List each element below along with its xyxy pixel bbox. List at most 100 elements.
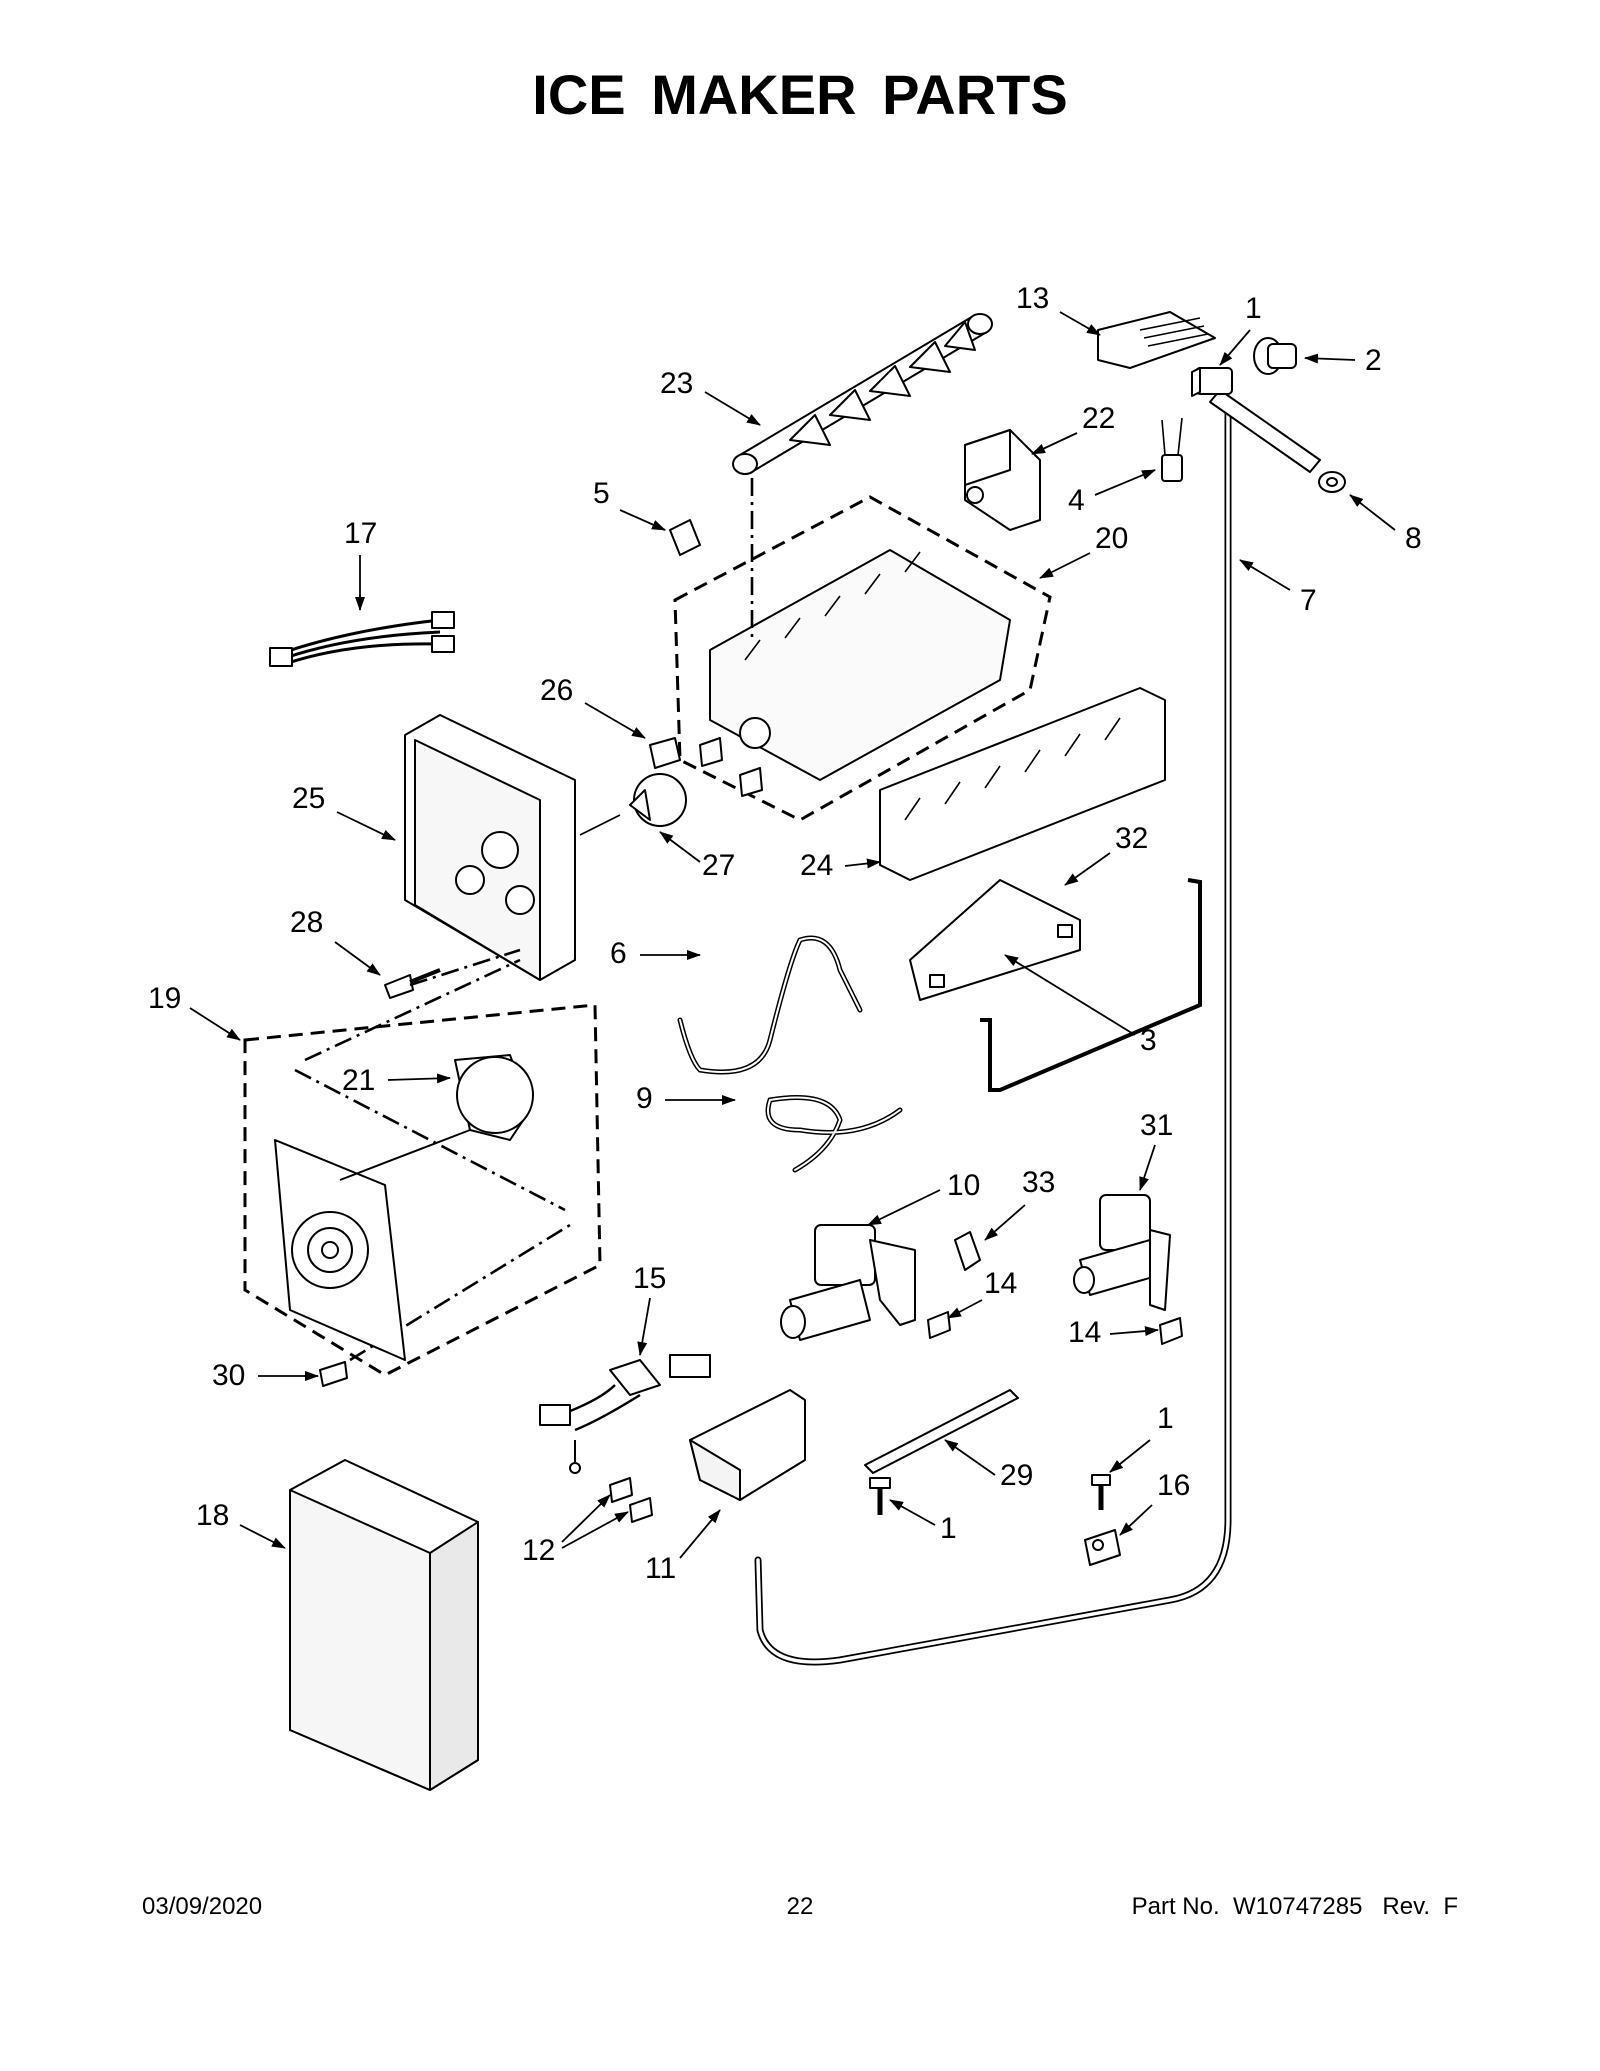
callout-17-label: 17 (344, 517, 377, 550)
screw-1c-part (1091, 1474, 1111, 1510)
thermal-fuse-part (1161, 417, 1183, 482)
screw-30-part (319, 1361, 348, 1387)
motor-part (339, 1054, 534, 1181)
callout-1a: 1 (1219, 292, 1262, 366)
callout-14a: 14 (947, 1267, 1017, 1319)
callout-10-label: 10 (947, 1169, 980, 1202)
callout-9-label: 9 (636, 1082, 653, 1115)
callout-31-label: 31 (1140, 1109, 1173, 1142)
fill-tube-fitting-part (1191, 367, 1321, 473)
callout-11: 11 (645, 1509, 721, 1585)
callout-8: 8 (1349, 494, 1422, 555)
callout-29: 29 (944, 1439, 1033, 1492)
callout-28: 28 (290, 906, 381, 976)
screw-12b-part (629, 1497, 653, 1523)
valve-clip-part (954, 1231, 981, 1271)
callout-30: 30 (212, 1359, 319, 1392)
callout-26-label: 26 (540, 674, 573, 707)
callout-25-label: 25 (292, 782, 325, 815)
callout-32: 32 (1064, 822, 1148, 886)
callout-20: 20 (1039, 522, 1128, 579)
callout-13-label: 13 (1016, 282, 1049, 315)
callout-24: 24 (800, 849, 881, 882)
callout-12-label: 12 (522, 1534, 555, 1567)
callout-16-label: 16 (1157, 1469, 1190, 1502)
callout-7: 7 (1239, 559, 1317, 617)
callout-11-label: 11 (645, 1552, 676, 1585)
callout-26: 26 (540, 674, 646, 739)
callout-29-label: 29 (1000, 1459, 1033, 1492)
callout-21: 21 (342, 1064, 451, 1097)
wire-harness-6-part (677, 935, 863, 1075)
callout-33: 33 (984, 1166, 1055, 1241)
callout-1c-label: 1 (940, 1512, 957, 1545)
clip-part (669, 519, 701, 556)
callout-21-label: 21 (342, 1064, 375, 1097)
bracket-part (689, 1389, 806, 1501)
front-cover-part (289, 1459, 479, 1791)
callout-4: 4 (1068, 469, 1156, 517)
screw-28-part (384, 968, 441, 999)
callout-3: 3 (1004, 954, 1157, 1057)
callout-18-label: 18 (196, 1499, 229, 1532)
footer-part-number: Part No. W10747285 Rev. F (1131, 1893, 1458, 1920)
callout-4-label: 4 (1068, 484, 1085, 517)
callout-14b-label: 14 (1068, 1316, 1101, 1349)
water-tube-part (754, 406, 1232, 1666)
callout-20-label: 20 (1095, 522, 1128, 555)
cover-plate-part (1097, 311, 1216, 369)
callout-16: 16 (1119, 1469, 1190, 1536)
bail-arm-part (980, 878, 1202, 1092)
footer-page-number: 22 (786, 1893, 814, 1920)
shield-part (909, 879, 1081, 1001)
mold-part (673, 478, 1052, 822)
cap-part (579, 773, 687, 836)
wire-clip-part (649, 737, 681, 769)
footer-date: 03/09/2020 (142, 1893, 263, 1920)
callout-19: 19 (148, 982, 241, 1041)
callout-1b: 1 (1109, 1402, 1174, 1473)
callout-2-label: 2 (1365, 344, 1382, 377)
wire-harness-part (269, 611, 455, 667)
water-valve-part (780, 1224, 916, 1341)
washer-part (1318, 471, 1346, 493)
callout-15: 15 (633, 1262, 666, 1356)
screw-1b-part (869, 1477, 891, 1515)
callout-8-label: 8 (1405, 522, 1422, 555)
callout-14b: 14 (1068, 1316, 1159, 1349)
callout-1a-label: 1 (1245, 292, 1262, 325)
callout-25: 25 (292, 782, 396, 841)
page-title: ICE MAKER PARTS (532, 63, 1068, 126)
callout-7-label: 7 (1300, 584, 1317, 617)
callout-22: 22 (1031, 402, 1115, 455)
housing-part (404, 714, 576, 981)
callout-6-label: 6 (610, 937, 627, 970)
water-valve-31-part (1073, 1194, 1171, 1311)
screw-14b-part (1159, 1317, 1183, 1345)
callout-15-label: 15 (633, 1262, 666, 1295)
screw-14a-part (927, 1311, 951, 1339)
callout-23-label: 23 (660, 367, 693, 400)
screw-12a-part (609, 1477, 633, 1503)
callout-30-label: 30 (212, 1359, 245, 1392)
callout-2: 2 (1304, 344, 1382, 377)
callout-13: 13 (1016, 282, 1101, 336)
callout-28-label: 28 (290, 906, 323, 939)
callout-22-label: 22 (1082, 402, 1115, 435)
callout-10: 10 (867, 1169, 980, 1226)
callout-6: 6 (610, 937, 701, 970)
callout-31: 31 (1139, 1109, 1173, 1191)
callout-19-label: 19 (148, 982, 181, 1015)
module-assembly-part (243, 1003, 602, 1377)
callout-24-label: 24 (800, 849, 833, 882)
tube-clamp-part (1084, 1529, 1121, 1566)
callout-12: 12 (522, 1494, 629, 1567)
callout-27: 27 (659, 831, 735, 882)
wire-harness-15-part (539, 1354, 711, 1474)
wire-harness-9-part (765, 1095, 903, 1173)
callout-5-label: 5 (593, 477, 610, 510)
callout-23: 23 (660, 367, 761, 426)
callout-32-label: 32 (1115, 822, 1148, 855)
